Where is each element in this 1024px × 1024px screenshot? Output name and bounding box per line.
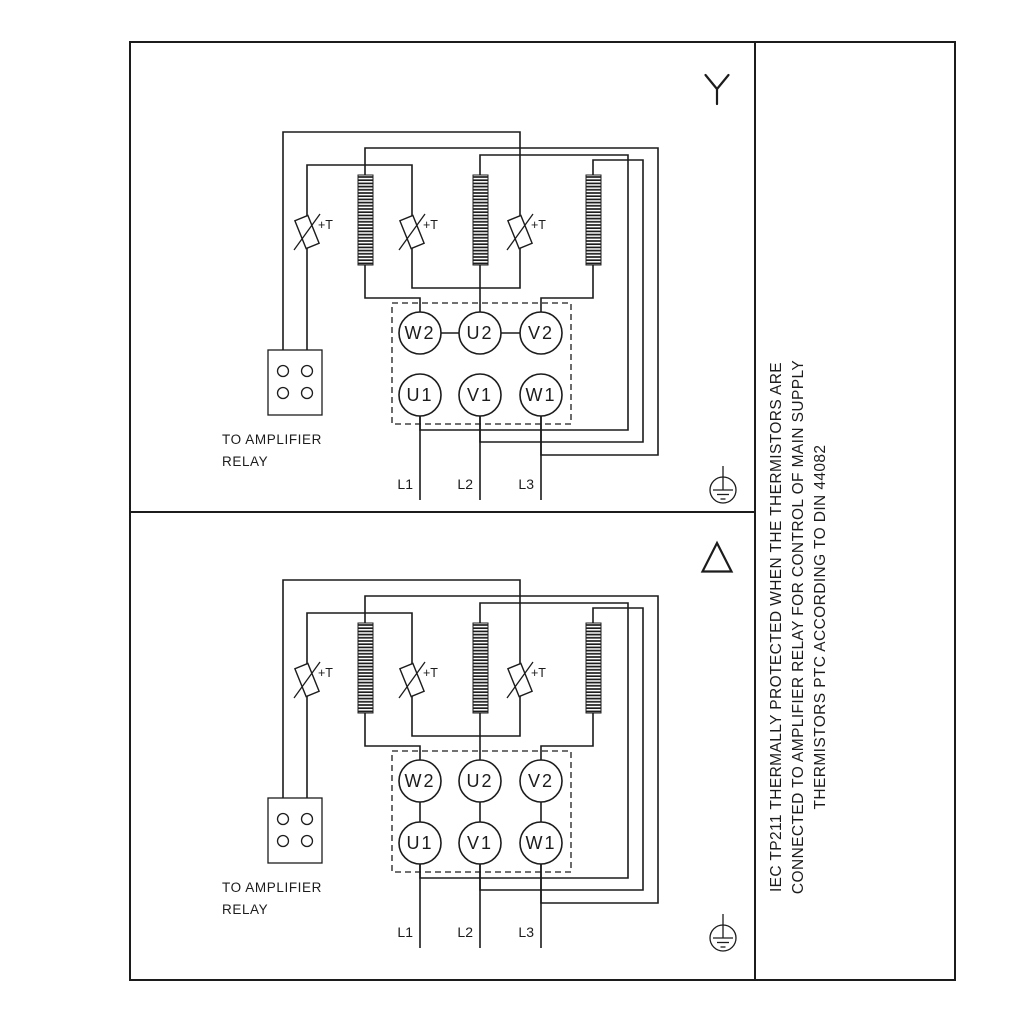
terminal-V2: [519, 311, 563, 355]
star-connection-icon: [704, 73, 730, 106]
relay-contact: [276, 834, 290, 848]
delta-panel-thermistors: +T +T +T: [293, 661, 546, 699]
thermistor-label: +T: [423, 218, 438, 232]
winding-coil: [357, 622, 374, 714]
delta-panel-wiring: [282, 579, 659, 948]
winding-coil: [472, 622, 489, 714]
thermistor-symbol: +T: [293, 661, 333, 699]
relay-box: [267, 349, 323, 416]
thermistor-loop-wire: [282, 131, 521, 350]
winding-coil: [472, 174, 489, 266]
terminal-label: W2: [405, 323, 436, 343]
supply-label-L2: L2: [457, 924, 473, 940]
supply-label-L3: L3: [518, 924, 534, 940]
terminal-V1: [458, 821, 502, 865]
winding3-to-V2-wire: [540, 265, 594, 312]
thermistor-label: +T: [318, 666, 333, 680]
thermistor-label: +T: [318, 218, 333, 232]
terminal-label: U2: [466, 771, 493, 791]
delta-panel-windings: [357, 622, 602, 714]
thermistor-label: +T: [531, 666, 546, 680]
terminal-W2: [398, 759, 442, 803]
terminal-label: V1: [467, 385, 493, 405]
relay-contact: [276, 812, 290, 826]
winding1-to-W2-wire: [364, 265, 421, 312]
terminal-label: U1: [406, 385, 433, 405]
frame: [129, 41, 956, 981]
terminal-U2: [458, 759, 502, 803]
amplifier-relay-block: TO AMPLIFIER RELAY: [222, 797, 323, 917]
supply-label-L2: L2: [457, 476, 473, 492]
terminal-label: W2: [405, 771, 436, 791]
side-note: IEC TP211 THERMALLY PROTECTED WHEN THE T…: [768, 360, 829, 894]
star-panel: +T +T +T TO AMPLIFIER RELAY: [222, 131, 737, 504]
terminal-U1: [398, 373, 442, 417]
terminal-label: V2: [528, 771, 554, 791]
thermistor-symbol: +T: [398, 661, 438, 699]
terminal-W1: [519, 373, 563, 417]
winding3-to-V2-wire: [540, 713, 594, 760]
star-panel-wiring: [282, 131, 659, 500]
star-panel-thermistors: +T +T +T: [293, 213, 546, 251]
relay-contact: [300, 812, 314, 826]
terminal-label: U1: [406, 833, 433, 853]
ground-icon: [709, 914, 737, 952]
star-panel-terminal-board: W2 U2 V2 U1 V1 W1: [391, 302, 572, 425]
relay-caption-line2: RELAY: [222, 902, 268, 917]
relay-contact: [276, 386, 290, 400]
side-note-line1: IEC TP211 THERMALLY PROTECTED WHEN THE T…: [768, 362, 785, 892]
star-panel-supply-labels: L1 L2 L3: [397, 476, 534, 492]
delta-bridge-links: [419, 802, 542, 822]
winding1-to-W2-wire: [364, 713, 421, 760]
supply-label-L1: L1: [397, 476, 413, 492]
relay-contact: [300, 834, 314, 848]
amplifier-relay-block: TO AMPLIFIER RELAY: [222, 349, 323, 469]
winding-coil: [585, 174, 602, 266]
terminal-U2: [458, 311, 502, 355]
supply-lead-wires: [419, 416, 542, 500]
terminal-W2: [398, 311, 442, 355]
terminal-label: W1: [526, 385, 557, 405]
supply-lead-wires: [419, 864, 542, 948]
delta-panel-terminal-board: W2 U2 V2 U1 V1 W1: [391, 750, 572, 873]
relay-contact: [300, 386, 314, 400]
thermistor-symbol: +T: [398, 213, 438, 251]
thermistor-label: +T: [531, 218, 546, 232]
delta-panel-supply-labels: L1 L2 L3: [397, 924, 534, 940]
relay-caption-line1: TO AMPLIFIER: [222, 432, 322, 447]
delta-connection-icon: [700, 540, 734, 573]
terminal-label: W1: [526, 833, 557, 853]
thermistor-label: +T: [423, 666, 438, 680]
relay-caption-line2: RELAY: [222, 454, 268, 469]
thermistor-symbol: +T: [506, 213, 546, 251]
thermistor-loop-wire: [282, 579, 521, 798]
ground-icon: [709, 466, 737, 504]
thermistor-symbol: +T: [506, 661, 546, 699]
winding-coil: [357, 174, 374, 266]
terminal-label: V1: [467, 833, 493, 853]
terminal-V2: [519, 759, 563, 803]
relay-contact: [300, 364, 314, 378]
terminal-U1: [398, 821, 442, 865]
thermistor-symbol: +T: [293, 213, 333, 251]
terminal-label: V2: [528, 323, 554, 343]
side-note-line2: CONNECTED TO AMPLIFIER RELAY FOR CONTROL…: [790, 360, 807, 894]
terminal-V1: [458, 373, 502, 417]
relay-box: [267, 797, 323, 864]
terminal-W1: [519, 821, 563, 865]
winding-coil: [585, 622, 602, 714]
relay-contact: [276, 364, 290, 378]
side-note-line3: THERMISTORS PTC ACCORDING TO DIN 44082: [812, 445, 829, 810]
relay-caption-line1: TO AMPLIFIER: [222, 880, 322, 895]
terminal-label: U2: [466, 323, 493, 343]
supply-label-L1: L1: [397, 924, 413, 940]
delta-panel: +T +T +T TO AMPLIFIER RELAY: [222, 579, 737, 952]
star-panel-windings: [357, 174, 602, 266]
supply-label-L3: L3: [518, 476, 534, 492]
